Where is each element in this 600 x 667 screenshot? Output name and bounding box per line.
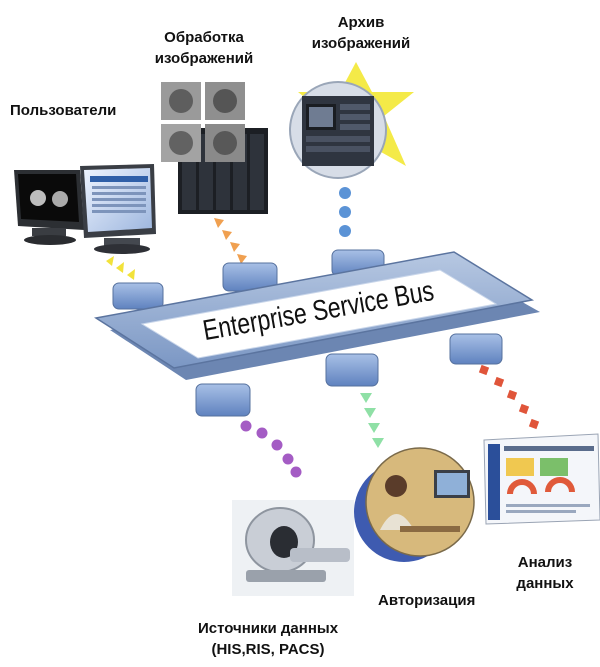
label-data-sources: Источники данных (HIS,RIS, PACS) bbox=[197, 620, 339, 658]
link-image-processing bbox=[214, 218, 247, 264]
enterprise-service-bus: Enterprise Service Bus bbox=[93, 249, 540, 417]
label-image-processing: Обработка изображений bbox=[154, 29, 254, 67]
link-image-archive bbox=[339, 187, 351, 237]
link-data-analysis bbox=[478, 364, 540, 430]
bus-connector-bottom-middle bbox=[325, 353, 379, 387]
link-data-sources bbox=[240, 420, 302, 478]
link-authorization bbox=[360, 393, 384, 448]
label-users: Пользователи bbox=[10, 102, 117, 119]
bus-connector-bottom-left bbox=[195, 383, 251, 417]
users-workstation-image bbox=[14, 164, 156, 254]
bus-connector-bottom-right bbox=[449, 333, 503, 365]
authorization-image bbox=[354, 447, 475, 562]
image-archive-image bbox=[289, 62, 414, 179]
link-users bbox=[106, 256, 135, 280]
data-sources-scanner-image bbox=[232, 500, 354, 596]
data-analysis-screenshot-image bbox=[483, 433, 600, 525]
label-image-archive: Архив изображений bbox=[311, 14, 411, 52]
bus-connector-top-left bbox=[112, 282, 164, 310]
label-data-analysis: Анализ данных bbox=[516, 554, 574, 592]
label-authorization: Авторизация bbox=[378, 592, 476, 609]
image-processing-image bbox=[161, 82, 268, 214]
